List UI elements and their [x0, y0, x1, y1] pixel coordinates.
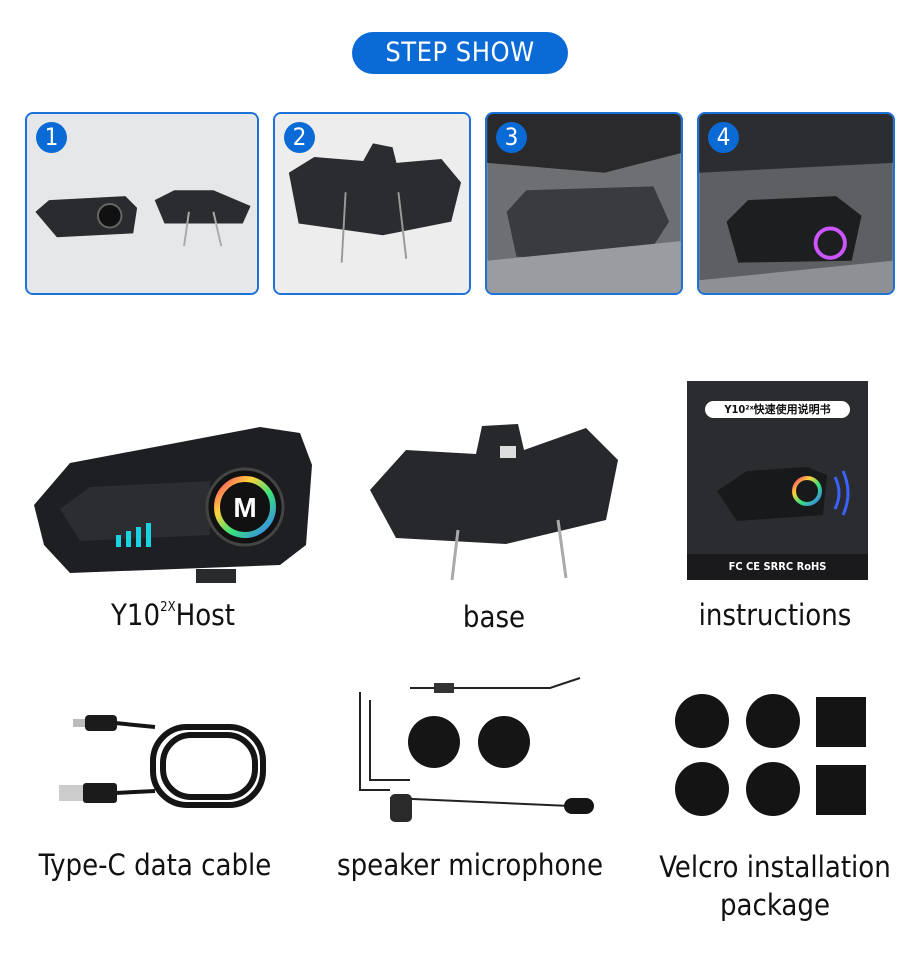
- base-with-clips-photo: [275, 114, 469, 293]
- svg-text:M: M: [233, 492, 256, 523]
- step-number-badge: 3: [496, 122, 527, 153]
- speaker-label: speaker microphone: [336, 848, 604, 882]
- type-c-cable-image: [55, 705, 270, 825]
- velcro-label-line1: Velcro installation: [659, 850, 891, 884]
- base-label: base: [462, 600, 526, 634]
- step-card-4: 4: [697, 112, 895, 295]
- step-show-title: STEP SHOW: [352, 32, 568, 74]
- step-number-badge: 4: [708, 122, 739, 153]
- velcro-label-line2: package: [719, 888, 831, 922]
- host-mounted-on-helmet-photo: [699, 114, 893, 293]
- host-and-base-photo: [27, 114, 257, 293]
- speaker-microphone-image: [350, 670, 600, 830]
- step-card-3: 3: [485, 112, 683, 295]
- base-image: [366, 420, 622, 590]
- host-label: Y102XHost: [111, 598, 235, 632]
- booklet-title: Y10²ˣ快速使用说明书: [705, 401, 850, 418]
- step-card-1: 1: [25, 112, 259, 295]
- velcro-package-image: [672, 693, 868, 818]
- step-number-badge: 2: [284, 122, 315, 153]
- instructions-label: instructions: [698, 598, 852, 632]
- cable-label: Type-C data cable: [38, 848, 272, 882]
- instructions-image: Y10²ˣ快速使用说明书 FC CE SRRC RoHS: [687, 381, 868, 580]
- step-number-badge: 1: [36, 122, 67, 153]
- velcro-label: Velcro installation package: [640, 848, 910, 924]
- step-card-2: 2: [273, 112, 471, 295]
- certification-marks: FC CE SRRC RoHS: [687, 554, 868, 580]
- host-image: M: [30, 425, 316, 585]
